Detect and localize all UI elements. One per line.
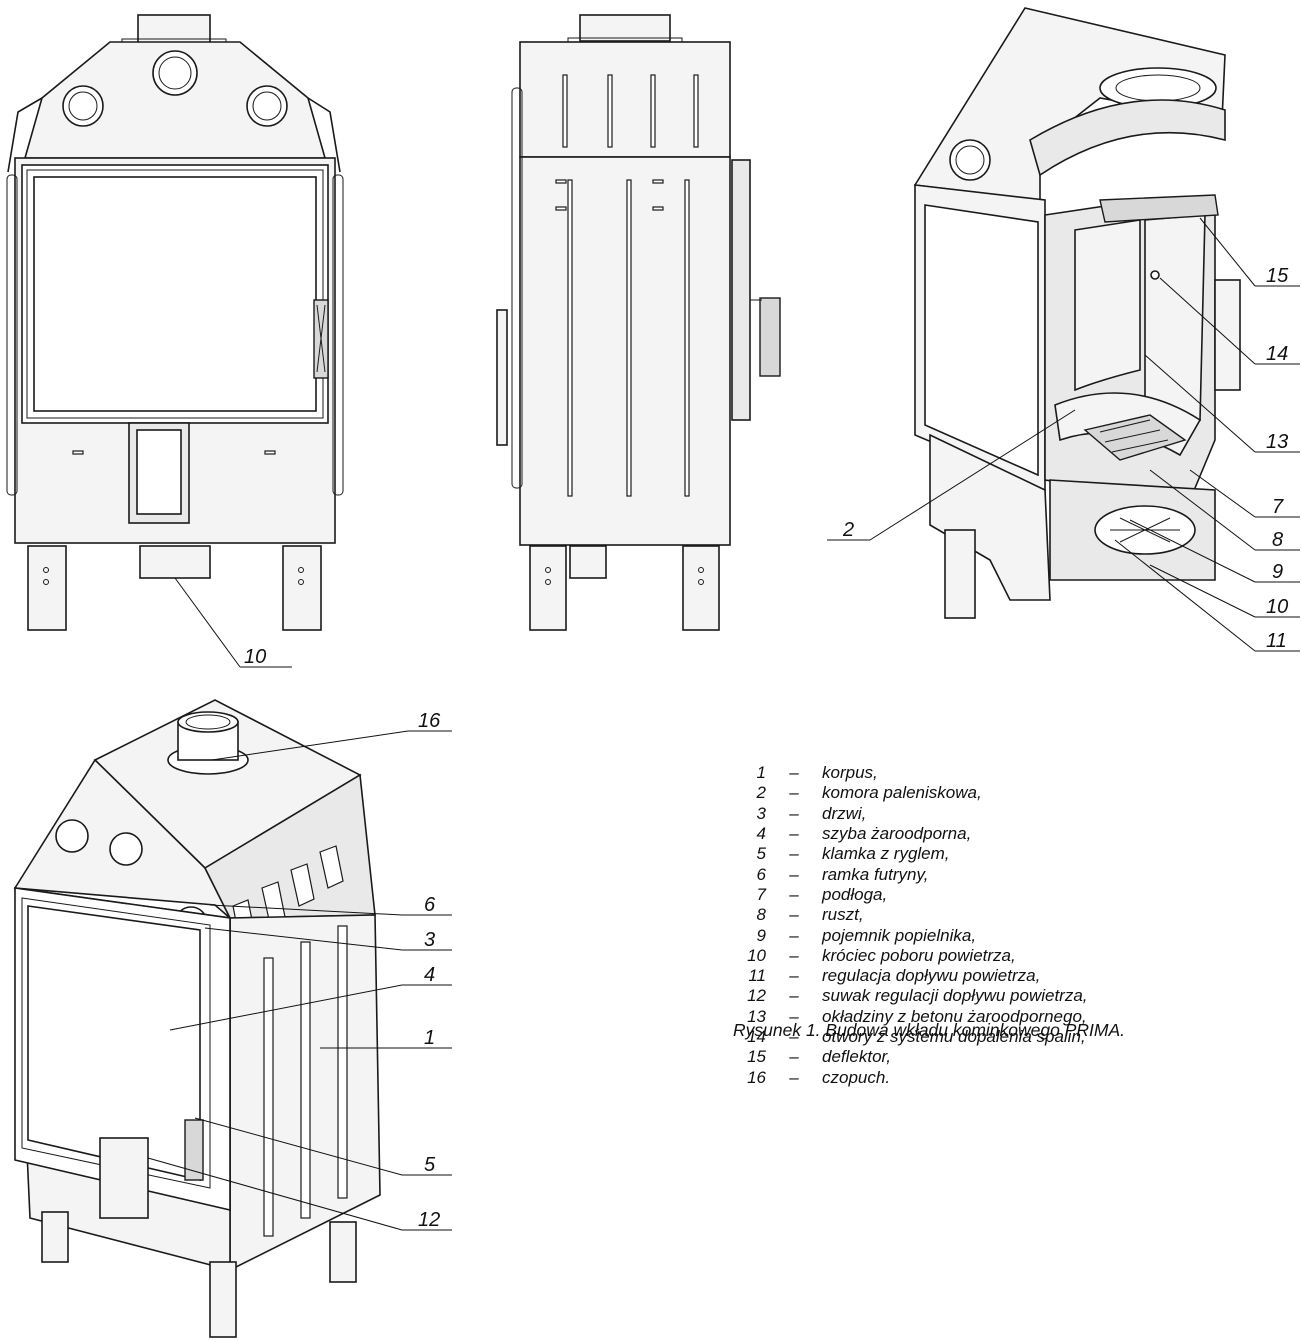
callout-10-front: 10 xyxy=(244,646,266,668)
callout-14: 14 xyxy=(1266,343,1288,365)
callout-16: 16 xyxy=(418,710,441,732)
air-opening-circle xyxy=(109,832,143,866)
cutaway-tube xyxy=(1029,99,1226,177)
leg xyxy=(682,545,720,631)
callout-1: 1 xyxy=(424,1027,435,1049)
side-lower-body xyxy=(519,156,731,546)
callout-7: 7 xyxy=(1272,496,1284,518)
callout-13: 13 xyxy=(1266,431,1288,453)
legend-row: 16–czopuch. xyxy=(747,1067,891,1087)
legend-row: 3–drzwi, xyxy=(756,803,867,823)
cutaway-grate xyxy=(1083,414,1187,461)
callout-15: 15 xyxy=(1266,265,1289,287)
front-view: 10 xyxy=(6,14,344,668)
legend-row: 5–klamka z ryglem, xyxy=(756,844,950,864)
callout-3: 3 xyxy=(424,929,435,951)
legend-row: 13–okładziny z betonu żaroodpornego, xyxy=(747,1006,1087,1026)
legend-row: 7–podłoga, xyxy=(756,884,888,904)
leg xyxy=(529,545,567,631)
legend-row: 11–regulacja dopływu powietrza, xyxy=(748,966,1041,986)
callout-9: 9 xyxy=(1272,561,1283,583)
legend-row: 2–komora paleniskowa, xyxy=(756,783,982,803)
callout-11: 11 xyxy=(1266,630,1287,652)
legend-row: 6–ramka futryny, xyxy=(756,864,929,884)
cutaway-glass xyxy=(924,204,1039,477)
exterior-view: 16 6 3 4 1 5 12 xyxy=(13,699,452,1338)
cutaway-view: 15 14 13 7 8 9 10 11 2 xyxy=(827,7,1300,652)
ext-handle xyxy=(184,1119,204,1181)
legend-row: 4–szyba żaroodporna, xyxy=(756,824,972,844)
door-glass xyxy=(33,176,317,412)
parts-legend: 1–korpus, 2–komora paleniskowa, 3–drzwi,… xyxy=(740,763,1088,1088)
legend-row: 15–deflektor, xyxy=(747,1047,891,1067)
side-view xyxy=(496,14,781,631)
legend-row: 1–korpus, xyxy=(756,763,878,783)
leg xyxy=(209,1261,237,1338)
side-flue-collar xyxy=(579,14,671,42)
leg xyxy=(27,545,67,631)
callout-10: 10 xyxy=(1266,596,1288,618)
leg xyxy=(944,529,976,619)
side-handle xyxy=(759,297,781,377)
leg xyxy=(282,545,322,631)
legend-row: 10–króciec poboru powietrza, xyxy=(747,945,1016,965)
legend-row: 8–ruszt, xyxy=(756,905,864,925)
legend-row: 14–otwory z systemu dopalenia spalin, xyxy=(747,1027,1086,1046)
leg xyxy=(41,1211,69,1263)
callout-4: 4 xyxy=(424,964,435,986)
cutaway-deflector xyxy=(1099,194,1219,223)
callout-12: 12 xyxy=(418,1209,440,1231)
side-door-edge xyxy=(731,159,751,421)
air-opening-circle xyxy=(55,819,89,853)
air-intake-pipe xyxy=(139,545,211,579)
legend-row: 9–pojemnik popielnika, xyxy=(756,925,977,945)
legend-row: 12–suwak regulacji dopływu powietrza, xyxy=(747,986,1088,1006)
leg xyxy=(329,1221,357,1283)
side-air-intake xyxy=(569,545,607,579)
callout-5: 5 xyxy=(424,1154,436,1176)
figure-caption: Rysunek 1. Budowa wkładu kominkowego PRI… xyxy=(733,1020,1125,1040)
leader-line xyxy=(174,577,241,668)
air-opening-circle xyxy=(152,50,198,96)
ext-slider xyxy=(99,1137,149,1219)
callout-6: 6 xyxy=(424,894,436,916)
callout-8: 8 xyxy=(1272,529,1283,551)
cutaway-base xyxy=(929,433,1051,601)
callout-2: 2 xyxy=(842,519,854,541)
